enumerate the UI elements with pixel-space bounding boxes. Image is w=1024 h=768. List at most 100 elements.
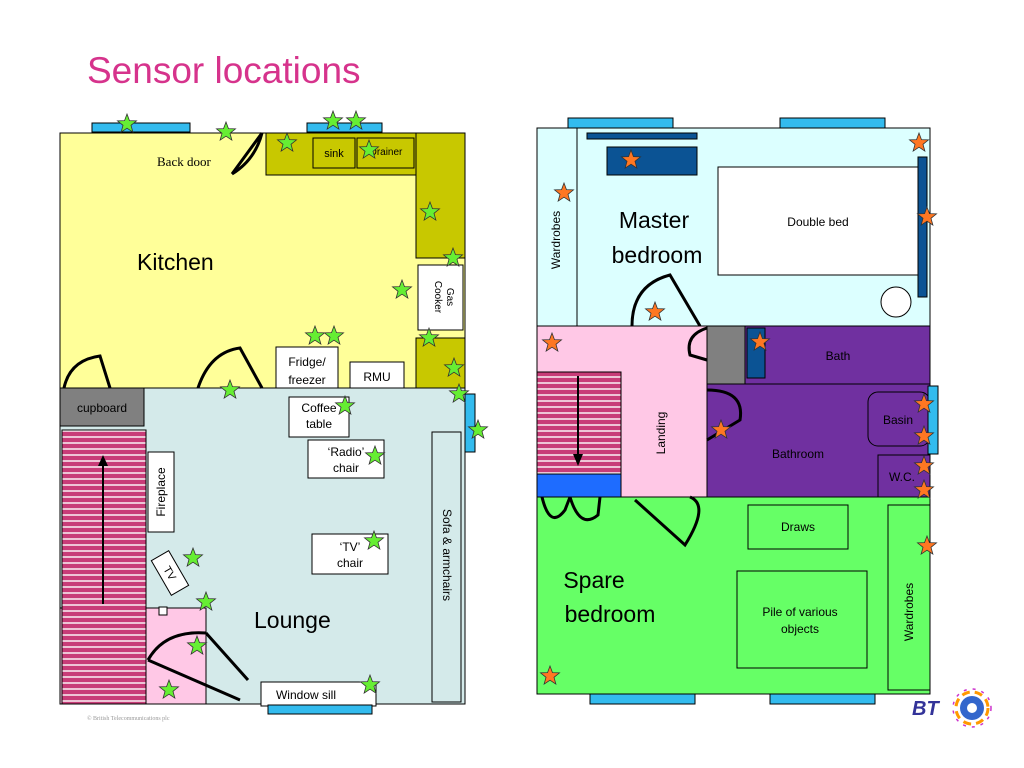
- door-kitchen-lounge: [196, 346, 264, 389]
- sensor-star-icon: [219, 378, 241, 400]
- sensor-star-icon: [345, 109, 367, 131]
- bath-dark-strip: [746, 327, 766, 379]
- sensor-star-icon: [418, 326, 440, 348]
- sink-box: [312, 137, 356, 169]
- draws-box: [747, 504, 849, 550]
- spare-bedroom-label-line1: Spare: [563, 567, 624, 593]
- window-kitchen-1: [91, 122, 191, 133]
- door-back: [230, 132, 264, 176]
- basin-label: Basin: [883, 413, 913, 427]
- sensor-star-icon: [539, 664, 561, 686]
- sensor-star-icon: [276, 131, 298, 153]
- master-bedroom-label-line2: bedroom: [612, 242, 703, 268]
- sensor-star-icon: [186, 634, 208, 656]
- first-floor: Wardrobes Master bedroom Double bed Land…: [536, 117, 939, 705]
- sensor-star-icon: [916, 534, 938, 556]
- kitchen-counter-lower: [415, 337, 466, 389]
- back-door-label: Back door: [157, 154, 211, 169]
- sensor-star-icon: [364, 444, 386, 466]
- window-master-2: [779, 117, 886, 129]
- door-spare-3: [633, 495, 701, 548]
- double-bed-label: Double bed: [787, 215, 848, 229]
- ground-floor: sink Drainer Gas Cooker Back door Kitche…: [59, 122, 476, 715]
- sensor-star-icon: [334, 394, 356, 416]
- fridge-label-line1: Fridge/: [288, 355, 326, 369]
- pile-box: [736, 570, 868, 669]
- sensor-star-icon: [644, 300, 666, 322]
- cupboard-label: cupboard: [77, 401, 127, 415]
- fridge-label-line2: freezer: [288, 373, 325, 387]
- master-round-table: [880, 286, 912, 318]
- sofa-box: [431, 431, 462, 703]
- master-dark-side: [917, 156, 928, 298]
- sensor-star-icon: [913, 424, 935, 446]
- sensor-star-icon: [215, 120, 237, 142]
- door-landing: [687, 326, 708, 362]
- sensor-star-icon: [749, 330, 771, 352]
- window-lounge-bottom: [267, 704, 373, 715]
- window-lounge-side: [464, 393, 476, 453]
- tv-chair-line2: chair: [337, 556, 363, 570]
- bt-logo-text: BT: [912, 698, 939, 720]
- spare-bedroom-room: [536, 496, 931, 695]
- sensor-star-icon: [913, 392, 935, 414]
- coffee-table-line2: table: [306, 417, 332, 431]
- sensor-star-icon: [913, 454, 935, 476]
- landing-label: Landing: [654, 412, 668, 455]
- bath-area: [744, 325, 931, 385]
- bath-grey-box: [706, 325, 746, 385]
- cupboard: [59, 387, 145, 427]
- sensor-star-icon: [448, 382, 470, 404]
- fireplace-box: [147, 451, 175, 533]
- sensor-star-icon: [916, 205, 938, 227]
- rmu-label: RMU: [363, 370, 390, 384]
- kitchen-label: Kitchen: [137, 249, 214, 275]
- master-dark-box: [606, 146, 698, 176]
- tv-chair-line1: ‘TV’: [340, 540, 361, 554]
- landing-blue-box: [536, 473, 622, 499]
- sink-label: sink: [324, 148, 344, 160]
- bt-logo: BT: [912, 688, 992, 728]
- slide-title: Sensor locations: [87, 50, 361, 91]
- wardrobes-master-label: Wardrobes: [549, 211, 563, 269]
- tv-box: TV: [150, 549, 190, 597]
- sensor-star-icon: [358, 138, 380, 160]
- sensor-markers: [116, 109, 938, 700]
- sensor-star-icon: [908, 131, 930, 153]
- drainer-label: Drainer: [370, 147, 403, 158]
- sensor-star-icon: [116, 112, 138, 134]
- wc-label: W.C.: [889, 470, 915, 484]
- wardrobes-spare-box: [887, 504, 931, 691]
- door-hall-bottom: [147, 658, 241, 702]
- sensor-star-icon: [359, 673, 381, 695]
- sensor-star-icon: [363, 529, 385, 551]
- coffee-table-line1: Coffee: [301, 401, 336, 415]
- radio-chair-line2: chair: [333, 461, 359, 475]
- sensor-star-icon: [182, 546, 204, 568]
- sensor-star-icon: [541, 331, 563, 353]
- stairs-arrow-head: [98, 455, 108, 466]
- door-lounge-hall: [146, 631, 250, 681]
- door-master: [630, 273, 702, 327]
- sensor-star-icon: [391, 278, 413, 300]
- pile-label-line2: objects: [781, 622, 819, 636]
- sensor-star-icon: [442, 246, 464, 268]
- sensor-star-icon: [158, 678, 180, 700]
- sensor-star-icon: [323, 324, 345, 346]
- bathroom-label: Bathroom: [772, 447, 824, 461]
- door-spare-1: [540, 496, 572, 519]
- master-dark-shelf: [586, 132, 698, 140]
- window-sill-label: Window sill: [276, 688, 336, 702]
- gas-cooker-box: [417, 264, 464, 331]
- pile-label-line1: Pile of various: [762, 605, 837, 619]
- copyright-notice: © British Telecommunications plc: [87, 716, 170, 722]
- sensor-star-icon: [304, 324, 326, 346]
- door-kitchen-left: [62, 354, 112, 389]
- draws-label: Draws: [781, 520, 815, 534]
- sensor-star-icon: [710, 418, 732, 440]
- kitchen-counter-right: [415, 132, 466, 259]
- sensor-star-icon: [443, 356, 465, 378]
- lounge-label: Lounge: [254, 607, 331, 633]
- sensor-star-icon: [419, 200, 441, 222]
